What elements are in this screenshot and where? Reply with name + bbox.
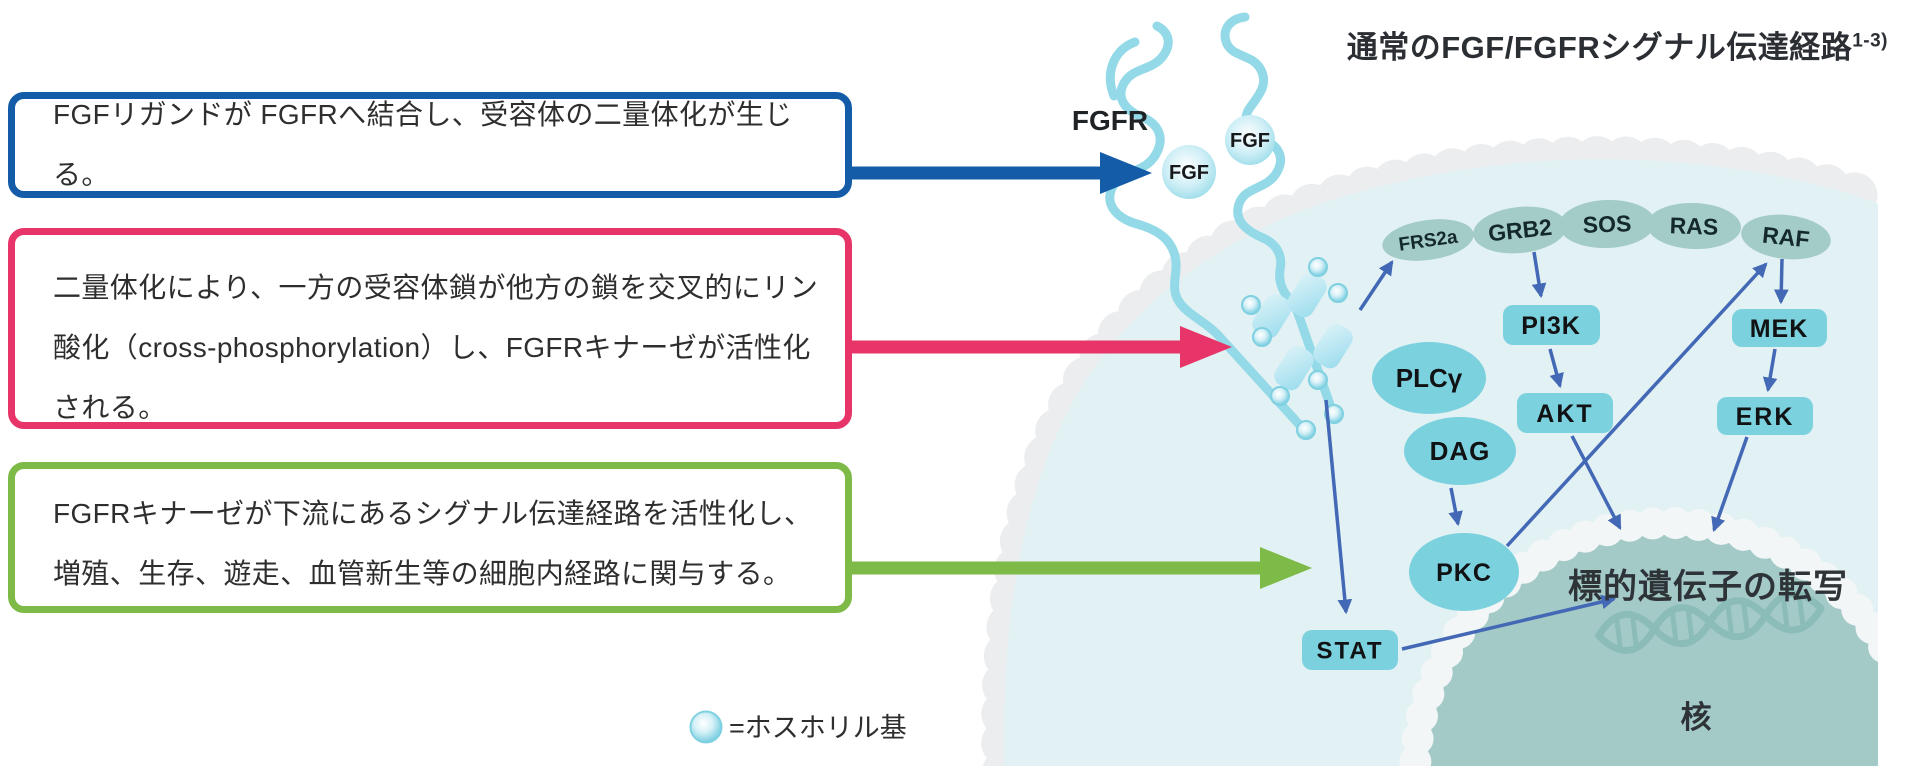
figure-title-text: 通常のFGF/FGFRシグナル伝達経路 [1346, 30, 1853, 65]
edge-dag-pkc [1448, 487, 1463, 527]
callout-box-downstream: FGFRキナーゼが下流にあるシグナル伝達経路を活性化し、 増殖、生存、遊走、血管… [8, 462, 852, 613]
edge-pkc-raf [1505, 262, 1768, 548]
node-ras: RAS [1647, 202, 1741, 250]
phosphoryl-icons [1241, 257, 1348, 440]
edge-grb2-pi3k [1531, 251, 1547, 299]
transcription-label: 標的遺伝子の転写 [1568, 568, 1848, 606]
node-plcg-label: PLCγ [1396, 363, 1463, 393]
receptor-loop [1105, 37, 1140, 101]
kinase-domain [1313, 323, 1353, 369]
figure-title: 通常のFGF/FGFRシグナル伝達経路1-3) [1347, 22, 1888, 67]
dna-icon [1595, 590, 1825, 654]
fgf-ligand-2-label: FGF [1230, 130, 1270, 152]
node-erk-label: ERK [1736, 403, 1795, 431]
callout-box-binding-text: FGFリガンドが FGFRへ結合し、受容体の二量体化が生じる。 [53, 99, 793, 190]
fgf-ligand-2: FGF [1225, 115, 1275, 165]
figure-title-reference: 1-3) [1852, 30, 1888, 52]
node-ras-label: RAS [1669, 212, 1718, 240]
node-stat: STAT [1302, 630, 1398, 670]
fgfr-kinase-domains [1241, 257, 1353, 440]
callout-line: 増殖、生存、遊走、血管新生等の細胞内経路に関与する。 [53, 558, 792, 589]
nucleus-label: 核 [1681, 700, 1712, 735]
edge-akt-nucleus [1570, 435, 1622, 530]
edge-pi3k-akt [1548, 348, 1564, 389]
node-pi3k-label: PI3K [1521, 312, 1581, 340]
kinase-domain [1287, 272, 1327, 318]
node-pi3k: PI3K [1503, 305, 1600, 345]
node-mek: MEK [1732, 309, 1827, 347]
signal-arrows [1324, 251, 1789, 651]
node-frs2a: FRS2a [1382, 219, 1474, 261]
node-sos: SOS [1559, 199, 1655, 249]
callout-box-binding: FGFリガンドが FGFRへ結合し、受容体の二量体化が生じる。 [8, 92, 852, 198]
node-akt: AKT [1517, 393, 1613, 433]
callout-line: 二量体化により、一方の受容体鎖が他方の鎖を交叉的にリン [53, 272, 819, 303]
node-akt-label: AKT [1536, 400, 1593, 428]
nuclear-envelope [1399, 507, 1878, 766]
legend: =ホスホリル基 [689, 710, 907, 744]
node-pkc-label: PKC [1436, 559, 1492, 587]
edge-erk-nucleus [1711, 436, 1749, 533]
node-dag: DAG [1404, 417, 1516, 485]
node-raf: RAF [1741, 214, 1831, 260]
node-mek-label: MEK [1750, 315, 1809, 343]
node-erk: ERK [1717, 397, 1813, 435]
callout-arrow-blue [848, 152, 1152, 194]
callout-line: される。 [53, 392, 167, 423]
receptor-chain-2 [1220, 12, 1339, 421]
node-raf-label: RAF [1761, 222, 1811, 253]
edge-receptor-frs2a [1358, 260, 1394, 311]
kinase-nodes: PI3K MEK AKT ERK STAT PLCγ [1302, 305, 1827, 670]
node-grb2: GRB2 [1473, 206, 1567, 254]
legend-phosphoryl-icon [689, 710, 723, 744]
adaptor-nodes: FRS2a GRB2 SOS RAS RAF [1382, 199, 1831, 261]
legend-label: =ホスホリル基 [729, 713, 907, 743]
callout-box-phosphorylation: 二量体化により、一方の受容体鎖が他方の鎖を交叉的にリン 酸化（cross-pho… [8, 228, 852, 429]
fgfr-label: FGFR [1072, 105, 1148, 136]
edge-mek-erk [1762, 348, 1778, 393]
nucleus [1427, 535, 1878, 766]
fgf-ligand-1-label: FGF [1169, 162, 1209, 184]
callout-line: 酸化（cross-phosphorylation）し、FGFRキナーゼが活性化 [53, 332, 811, 363]
node-sos-label: SOS [1582, 210, 1631, 238]
node-plcg: PLCγ [1372, 342, 1486, 414]
edge-stat-nucleus [1401, 594, 1617, 651]
node-pkc: PKC [1409, 533, 1519, 611]
fgf-ligand-1: FGF [1162, 145, 1216, 199]
callout-line: FGFRキナーゼが下流にあるシグナル伝達経路を活性化し、 [53, 498, 813, 529]
edge-receptor-stat [1324, 399, 1353, 615]
node-stat-label: STAT [1316, 637, 1383, 664]
kinase-domain [1274, 345, 1314, 391]
edge-raf-mek [1773, 258, 1789, 305]
callout-arrow-green [848, 547, 1312, 589]
callout-arrow-pink [848, 326, 1232, 368]
node-dag-label: DAG [1430, 436, 1491, 466]
